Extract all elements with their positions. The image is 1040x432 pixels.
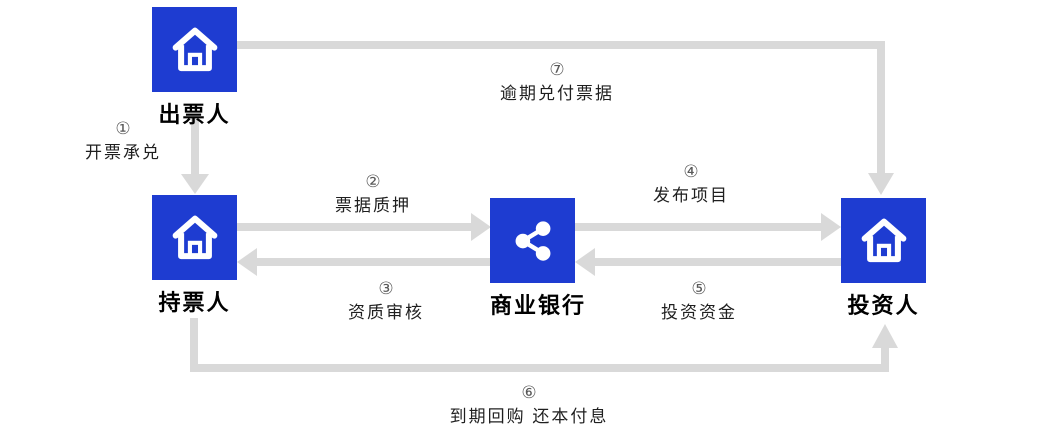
node-investor: 投资人 bbox=[841, 198, 926, 320]
arrow-issue-acceptance bbox=[181, 118, 209, 194]
arrow-publish-project bbox=[575, 213, 841, 241]
node-drawer-label: 出票人 bbox=[158, 102, 231, 127]
node-bank: 商业银行 bbox=[490, 198, 587, 320]
arrow-overdue-payment bbox=[237, 41, 894, 195]
step-7: ⑦ 逾期兑付票据 bbox=[500, 59, 614, 107]
home-icon bbox=[152, 195, 237, 280]
node-drawer: 出票人 bbox=[152, 7, 237, 129]
step-5: ⑤ 投资资金 bbox=[661, 278, 737, 326]
step-1: ① 开票承兑 bbox=[85, 118, 161, 166]
arrow-qualification-review bbox=[237, 248, 490, 276]
arrow-maturity-repurchase bbox=[190, 318, 898, 372]
step-4-number: ④ bbox=[683, 162, 699, 181]
step-4: ④ 发布项目 bbox=[653, 161, 729, 209]
node-bank-label: 商业银行 bbox=[490, 293, 587, 318]
share-icon bbox=[490, 198, 575, 283]
step-3-number: ③ bbox=[378, 279, 394, 298]
step-6: ⑥ 到期回购 还本付息 bbox=[450, 382, 609, 430]
step-2: ② 票据质押 bbox=[335, 171, 411, 219]
step-3: ③ 资质审核 bbox=[348, 278, 424, 326]
step-3-label: 资质审核 bbox=[348, 302, 424, 322]
step-2-number: ② bbox=[365, 172, 381, 191]
step-7-number: ⑦ bbox=[549, 60, 565, 79]
node-investor-label: 投资人 bbox=[847, 293, 920, 318]
step-6-number: ⑥ bbox=[521, 383, 537, 402]
arrow-investment-funds bbox=[575, 248, 841, 276]
step-7-label: 逾期兑付票据 bbox=[500, 83, 614, 103]
step-2-label: 票据质押 bbox=[335, 195, 411, 215]
arrow-bill-pledge bbox=[237, 213, 491, 241]
step-5-number: ⑤ bbox=[691, 279, 707, 298]
step-1-label: 开票承兑 bbox=[85, 142, 161, 162]
node-holder-label: 持票人 bbox=[158, 290, 231, 315]
step-1-number: ① bbox=[115, 119, 131, 138]
home-icon bbox=[152, 7, 237, 92]
step-6-label: 到期回购 还本付息 bbox=[449, 406, 609, 426]
step-4-label: 发布项目 bbox=[653, 185, 729, 205]
home-icon bbox=[841, 198, 926, 283]
step-5-label: 投资资金 bbox=[661, 302, 737, 322]
node-holder: 持票人 bbox=[152, 195, 237, 317]
